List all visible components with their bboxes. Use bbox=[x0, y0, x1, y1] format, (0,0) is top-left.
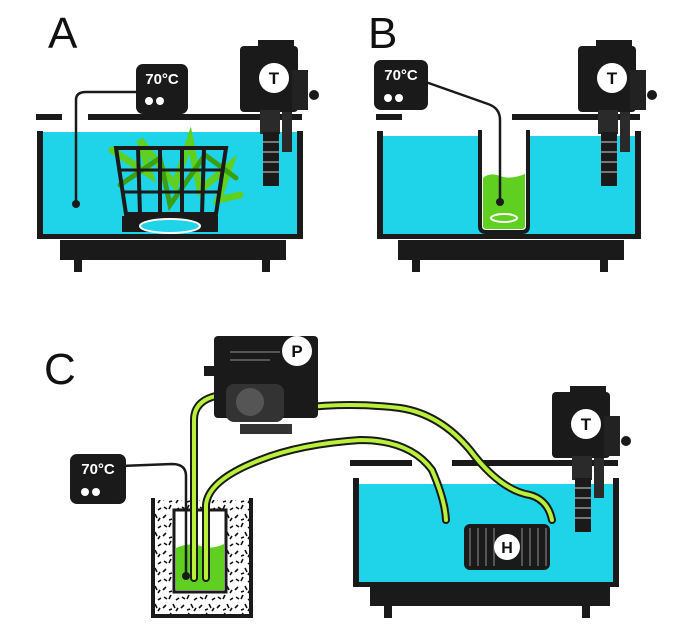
bath-stand-a bbox=[60, 240, 286, 272]
panel-b: B 70°C bbox=[368, 9, 657, 272]
panel-a-label: A bbox=[48, 9, 78, 58]
circulator-b: T bbox=[578, 40, 657, 186]
thermometer-reading-c: 70°C bbox=[81, 461, 115, 478]
green-extract-b bbox=[483, 174, 525, 229]
thermometer-probe-a bbox=[74, 90, 136, 202]
bath-lid-a bbox=[88, 114, 302, 120]
bath-stand-b bbox=[398, 240, 624, 272]
heat-exchanger-coil: H bbox=[464, 524, 550, 570]
bath-stand-c bbox=[370, 586, 610, 618]
panel-c: C 70°C bbox=[44, 336, 631, 618]
thermometer-reading-b: 70°C bbox=[384, 67, 418, 84]
panel-a: A bbox=[36, 9, 319, 272]
thermometer-probe-c bbox=[121, 462, 188, 574]
circulator-label-c: T bbox=[581, 415, 592, 434]
peristaltic-pump: P bbox=[204, 336, 318, 434]
thermometer-b: 70°C bbox=[374, 60, 428, 110]
thermometer-c: 70°C bbox=[70, 454, 126, 504]
thermometer-probe-b bbox=[419, 78, 502, 200]
heat-exchanger-label: H bbox=[501, 540, 513, 557]
pump-label: P bbox=[291, 342, 302, 361]
basket-a bbox=[113, 146, 229, 234]
thermometer-reading-a: 70°C bbox=[145, 71, 179, 88]
circulator-c: T bbox=[552, 386, 631, 532]
circulator-label-b: T bbox=[607, 69, 618, 88]
bath-lid-b bbox=[512, 114, 640, 120]
thermometer-a: 70°C bbox=[136, 64, 188, 114]
green-extract-c bbox=[176, 544, 224, 590]
panel-b-label: B bbox=[368, 9, 397, 58]
panel-c-label: C bbox=[44, 345, 76, 394]
extraction-beaker-b bbox=[478, 130, 530, 234]
circulator-a: T bbox=[240, 40, 319, 186]
plant-material bbox=[108, 126, 244, 212]
circulator-label-a: T bbox=[269, 69, 280, 88]
stir-bar-b bbox=[490, 213, 518, 223]
bath-lid-c bbox=[452, 460, 618, 466]
